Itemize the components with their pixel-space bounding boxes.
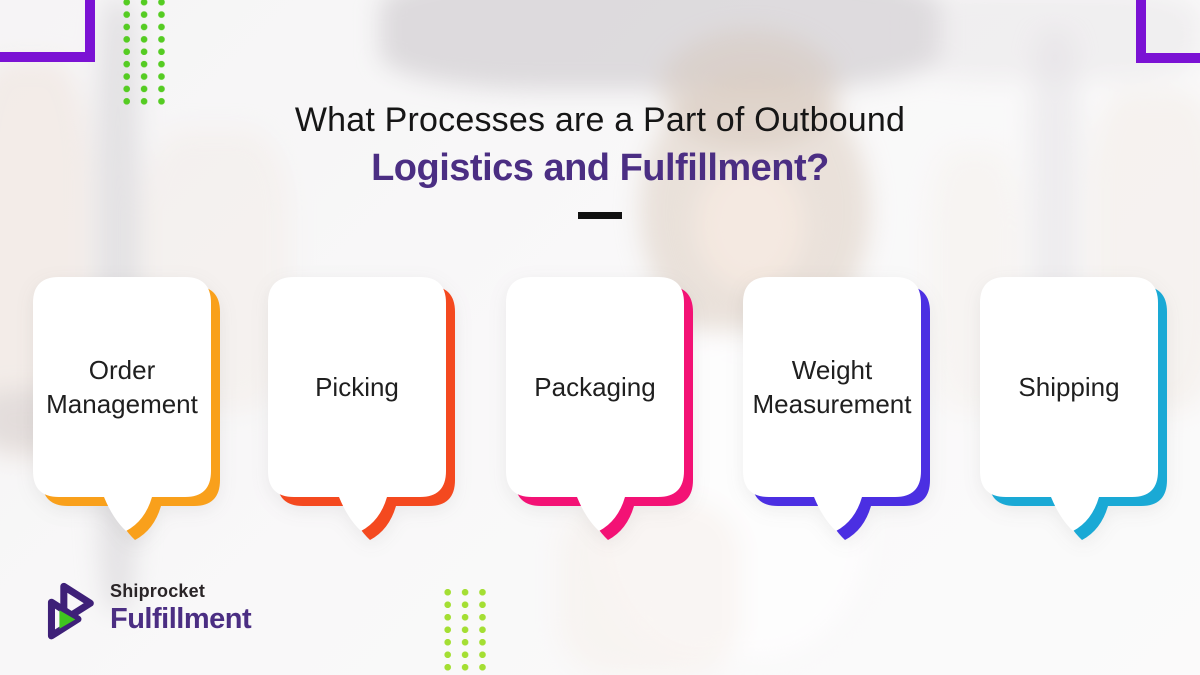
speech-bubble-shape — [743, 277, 930, 540]
title-line1: What Processes are a Part of Outbound — [294, 101, 906, 139]
logo-product-name: Fulfillment — [110, 603, 252, 635]
dot-grid-top-left — [118, 0, 170, 106]
corner-bracket-top-left — [85, 0, 95, 62]
card-label: Order Management — [46, 354, 198, 419]
process-card: Packaging — [506, 277, 698, 547]
card-bubble-face — [743, 277, 921, 531]
process-card: Weight Measurement — [743, 277, 935, 547]
dot-grid-bottom-center — [439, 586, 491, 675]
logo-play-icon — [59, 610, 76, 629]
card-bubble-face — [506, 277, 684, 531]
play-triangles-icon — [47, 582, 94, 640]
card-bubble-face — [33, 277, 211, 531]
speech-bubble-shape — [506, 277, 693, 540]
title-underline — [578, 212, 622, 219]
corner-bracket-top-right — [1136, 53, 1200, 63]
logo-text: Shiprocket Fulfillment — [110, 577, 252, 636]
card-label: Shipping — [1018, 371, 1120, 402]
card-bubble-face — [268, 277, 446, 531]
process-cards-row: Order Management Picking Packaging Weigh… — [0, 277, 1200, 557]
bg-ceiling-shadow — [900, 0, 1200, 80]
corner-bracket-top-right — [1136, 0, 1146, 63]
bg-ceiling-shadow — [380, 0, 940, 90]
bg-person-hair — [660, 30, 840, 150]
shiprocket-fulfillment-logo: Shiprocket Fulfillment — [40, 577, 252, 647]
page-title: What Processes are a Part of Outbound Lo… — [0, 96, 1200, 192]
process-card: Picking — [268, 277, 460, 547]
process-card: Order Management — [33, 277, 225, 547]
bg-person-hand — [560, 500, 740, 675]
card-label: Weight Measurement — [752, 354, 912, 419]
logo-brand-name: Shiprocket — [110, 581, 206, 601]
speech-bubble-shape — [33, 277, 220, 540]
logo-back-triangle — [60, 582, 94, 624]
process-card: Shipping — [980, 277, 1172, 547]
card-bubble-face — [980, 277, 1158, 531]
corner-bracket-top-left — [0, 52, 95, 62]
speech-bubble-shape — [980, 277, 1167, 540]
title-line2: Logistics and Fulfillment? — [371, 147, 829, 189]
card-label: Picking — [315, 371, 399, 402]
logo-front-triangle — [47, 598, 82, 640]
speech-bubble-shape — [268, 277, 455, 540]
bg-person-face — [695, 160, 805, 290]
card-label: Packaging — [534, 371, 656, 402]
